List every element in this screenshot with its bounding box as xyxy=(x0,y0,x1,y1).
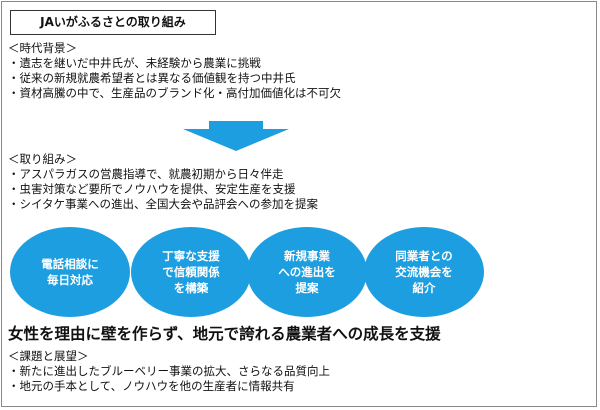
background-item: ・従来の新規就農希望者とは異なる価値観を持つ中井氏 xyxy=(8,71,296,85)
background-heading: ＜時代背景＞ xyxy=(8,41,77,55)
headline: 女性を理由に壁を作らず、地元で誇れる農業者への成長を支援 xyxy=(8,325,441,343)
figure-title: JAいがふるさとの取り組み xyxy=(10,10,216,35)
outlook-item: ・新たに進出したブルーベリー事業の拡大、さらなる品質向上 xyxy=(8,364,330,378)
background-item: ・資材高騰の中で、生産品のブランド化・高付加価値化は不可欠 xyxy=(8,86,342,100)
support-circles: 電話相談に 毎日対応 丁寧な支援 で信頼関係 を構築 新規事業 への進出を 提案… xyxy=(0,227,600,319)
efforts-item: ・アスパラガスの営農指導で、就農初期から日々伴走 xyxy=(8,167,284,181)
efforts-item: ・虫害対策など要所でノウハウを提供、安定生産を支援 xyxy=(8,182,296,196)
efforts-item: ・シイタケ事業への進出、全国大会や品評会への参加を提案 xyxy=(8,197,319,211)
down-arrow-icon xyxy=(183,121,289,151)
circle-new-business: 新規事業 への進出を 提案 xyxy=(247,227,367,317)
background-item: ・遺志を継いだ中井氏が、未経験から農業に挑戦 xyxy=(8,56,261,70)
circle-phone-consultation: 電話相談に 毎日対応 xyxy=(10,227,130,317)
circle-peer-exchange: 同業者との 交流機会を 紹介 xyxy=(364,227,484,317)
circle-trust-building: 丁寧な支援 で信頼関係 を構築 xyxy=(131,227,251,317)
efforts-heading: ＜取り組み＞ xyxy=(8,152,77,166)
outlook-item: ・地元の手本として、ノウハウを他の生産者に情報共有 xyxy=(8,379,295,393)
outlook-heading: ＜課題と展望＞ xyxy=(8,349,89,363)
